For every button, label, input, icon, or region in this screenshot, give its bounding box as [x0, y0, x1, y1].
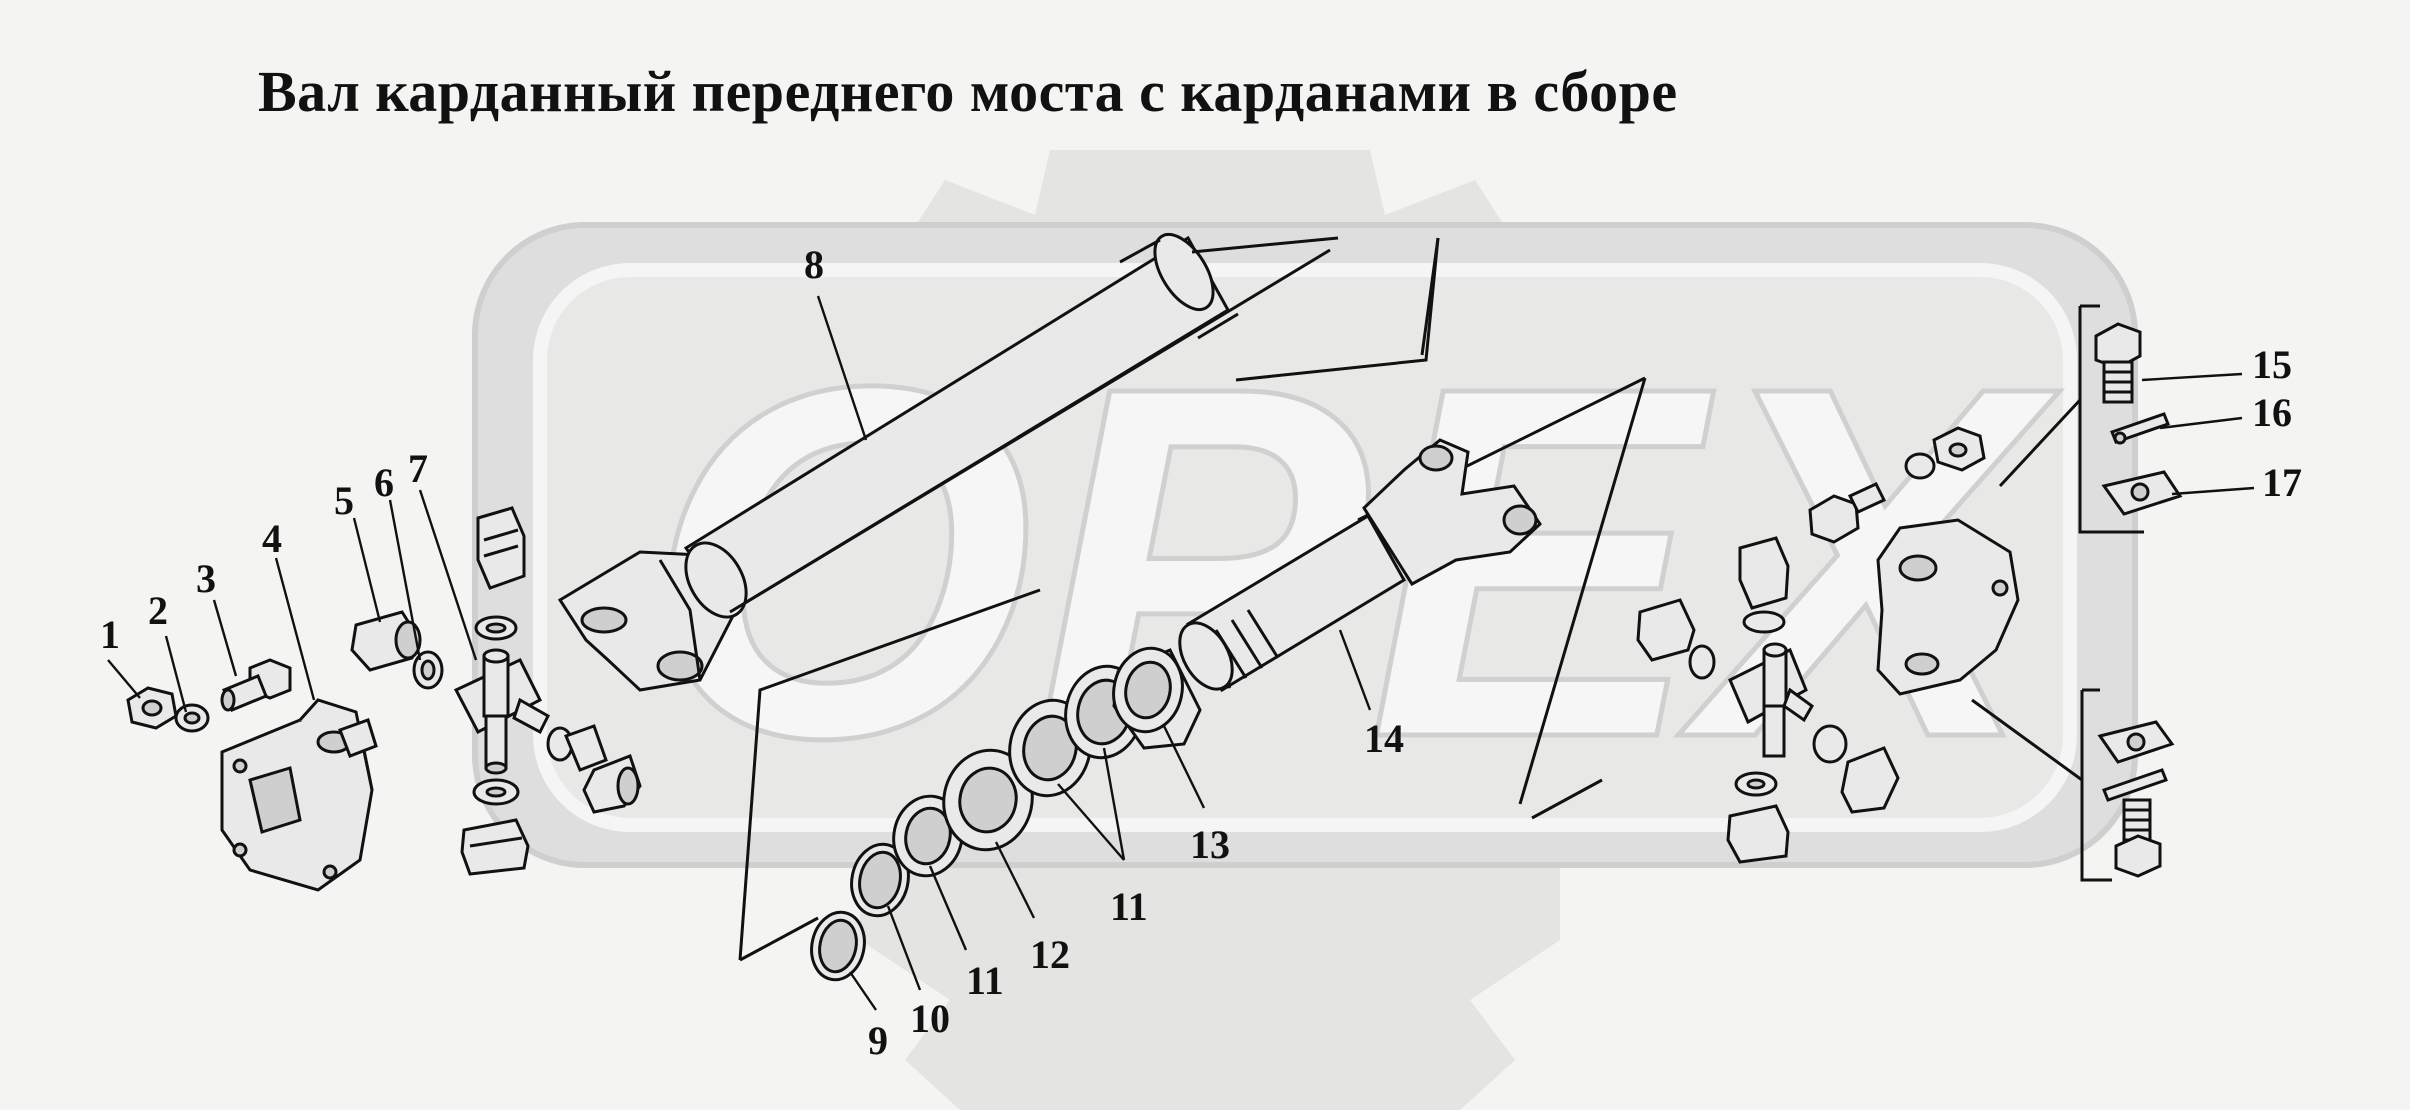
- hardware-kit-bottom: [1971, 688, 2175, 882]
- right-lockwasher-nut: [1904, 426, 1986, 480]
- leader-lines: [107, 295, 2255, 1011]
- right-joint-bottom-cap: [1726, 804, 1790, 864]
- part-14-slip-yoke: [1178, 438, 1542, 693]
- right-joint-left-seal: [1688, 644, 1716, 680]
- part-6-seal-ring: [412, 650, 444, 690]
- part-3-bolt: [220, 658, 292, 712]
- hardware-kit-top: [1998, 304, 2183, 534]
- part-10-ring: [850, 842, 910, 918]
- part-7-cross-spider: [453, 648, 550, 775]
- bottom-lock-plate: [2102, 768, 2168, 802]
- part-2-washer: [174, 703, 210, 733]
- right-joint-right-cap: [1840, 746, 1900, 814]
- main-shaft-tube: [557, 233, 1440, 692]
- right-flange-yoke: [1876, 518, 2020, 696]
- callout-8: 8: [804, 242, 824, 287]
- part-12-washer: [942, 748, 1034, 852]
- right-cross-spider: [1728, 642, 1814, 758]
- part-17-cover-plate: [2101, 470, 2183, 516]
- right-universal-joint-group: [1636, 426, 2020, 864]
- right-joint-top-cap: [1738, 536, 1790, 610]
- part-4-flange-yoke: [220, 698, 378, 892]
- callout-15: 15: [2252, 342, 2292, 387]
- right-bolt: [1808, 482, 1887, 544]
- callout-3: 3: [196, 556, 216, 601]
- right-joint-bottom-hole: [1746, 778, 1766, 790]
- part-13-seal-housing: [1112, 646, 1202, 750]
- callout-9: 9: [868, 1018, 888, 1063]
- callout-10: 10: [910, 996, 950, 1041]
- part-9-snap-ring: [810, 910, 866, 982]
- bottom-bolt: [2114, 798, 2162, 878]
- right-joint-right-seal: [1812, 724, 1848, 764]
- left-universal-joint-group: [126, 506, 642, 892]
- callout-16: 16: [2252, 390, 2292, 435]
- left-joint-top-caps: [474, 506, 526, 641]
- callout-7: 7: [408, 446, 428, 491]
- callout-2: 2: [148, 588, 168, 633]
- callout-13: 13: [1190, 822, 1230, 867]
- callout-5: 5: [334, 478, 354, 523]
- callout-1: 1: [100, 612, 120, 657]
- part-16-lock-plate: [2110, 412, 2170, 445]
- part-11-ring-b: [1008, 698, 1092, 798]
- part-5-bearing-cup: [350, 610, 422, 672]
- right-joint-top-seal: [1742, 610, 1786, 634]
- callout-17: 17: [2262, 460, 2302, 505]
- right-joint-left-cap: [1636, 598, 1696, 662]
- left-joint-bearing-caps: [546, 724, 642, 814]
- diagram-title: Вал карданный переднего моста с карданам…: [258, 59, 1678, 124]
- callout-11-a: 11: [966, 958, 1004, 1003]
- callout-6: 6: [374, 460, 394, 505]
- callout-12: 12: [1030, 932, 1070, 977]
- callout-11-b: 11: [1110, 884, 1148, 929]
- bottom-cover-plate: [2097, 720, 2175, 764]
- left-joint-bottom-caps: [460, 778, 530, 876]
- callout-4: 4: [262, 516, 282, 561]
- callout-14: 14: [1364, 716, 1404, 761]
- part-15-bolt: [2094, 322, 2142, 404]
- callout-labels: 1 2 3 4 5 6 7 8 9 10 11 11 11 12 13 14 1…: [100, 242, 2302, 1063]
